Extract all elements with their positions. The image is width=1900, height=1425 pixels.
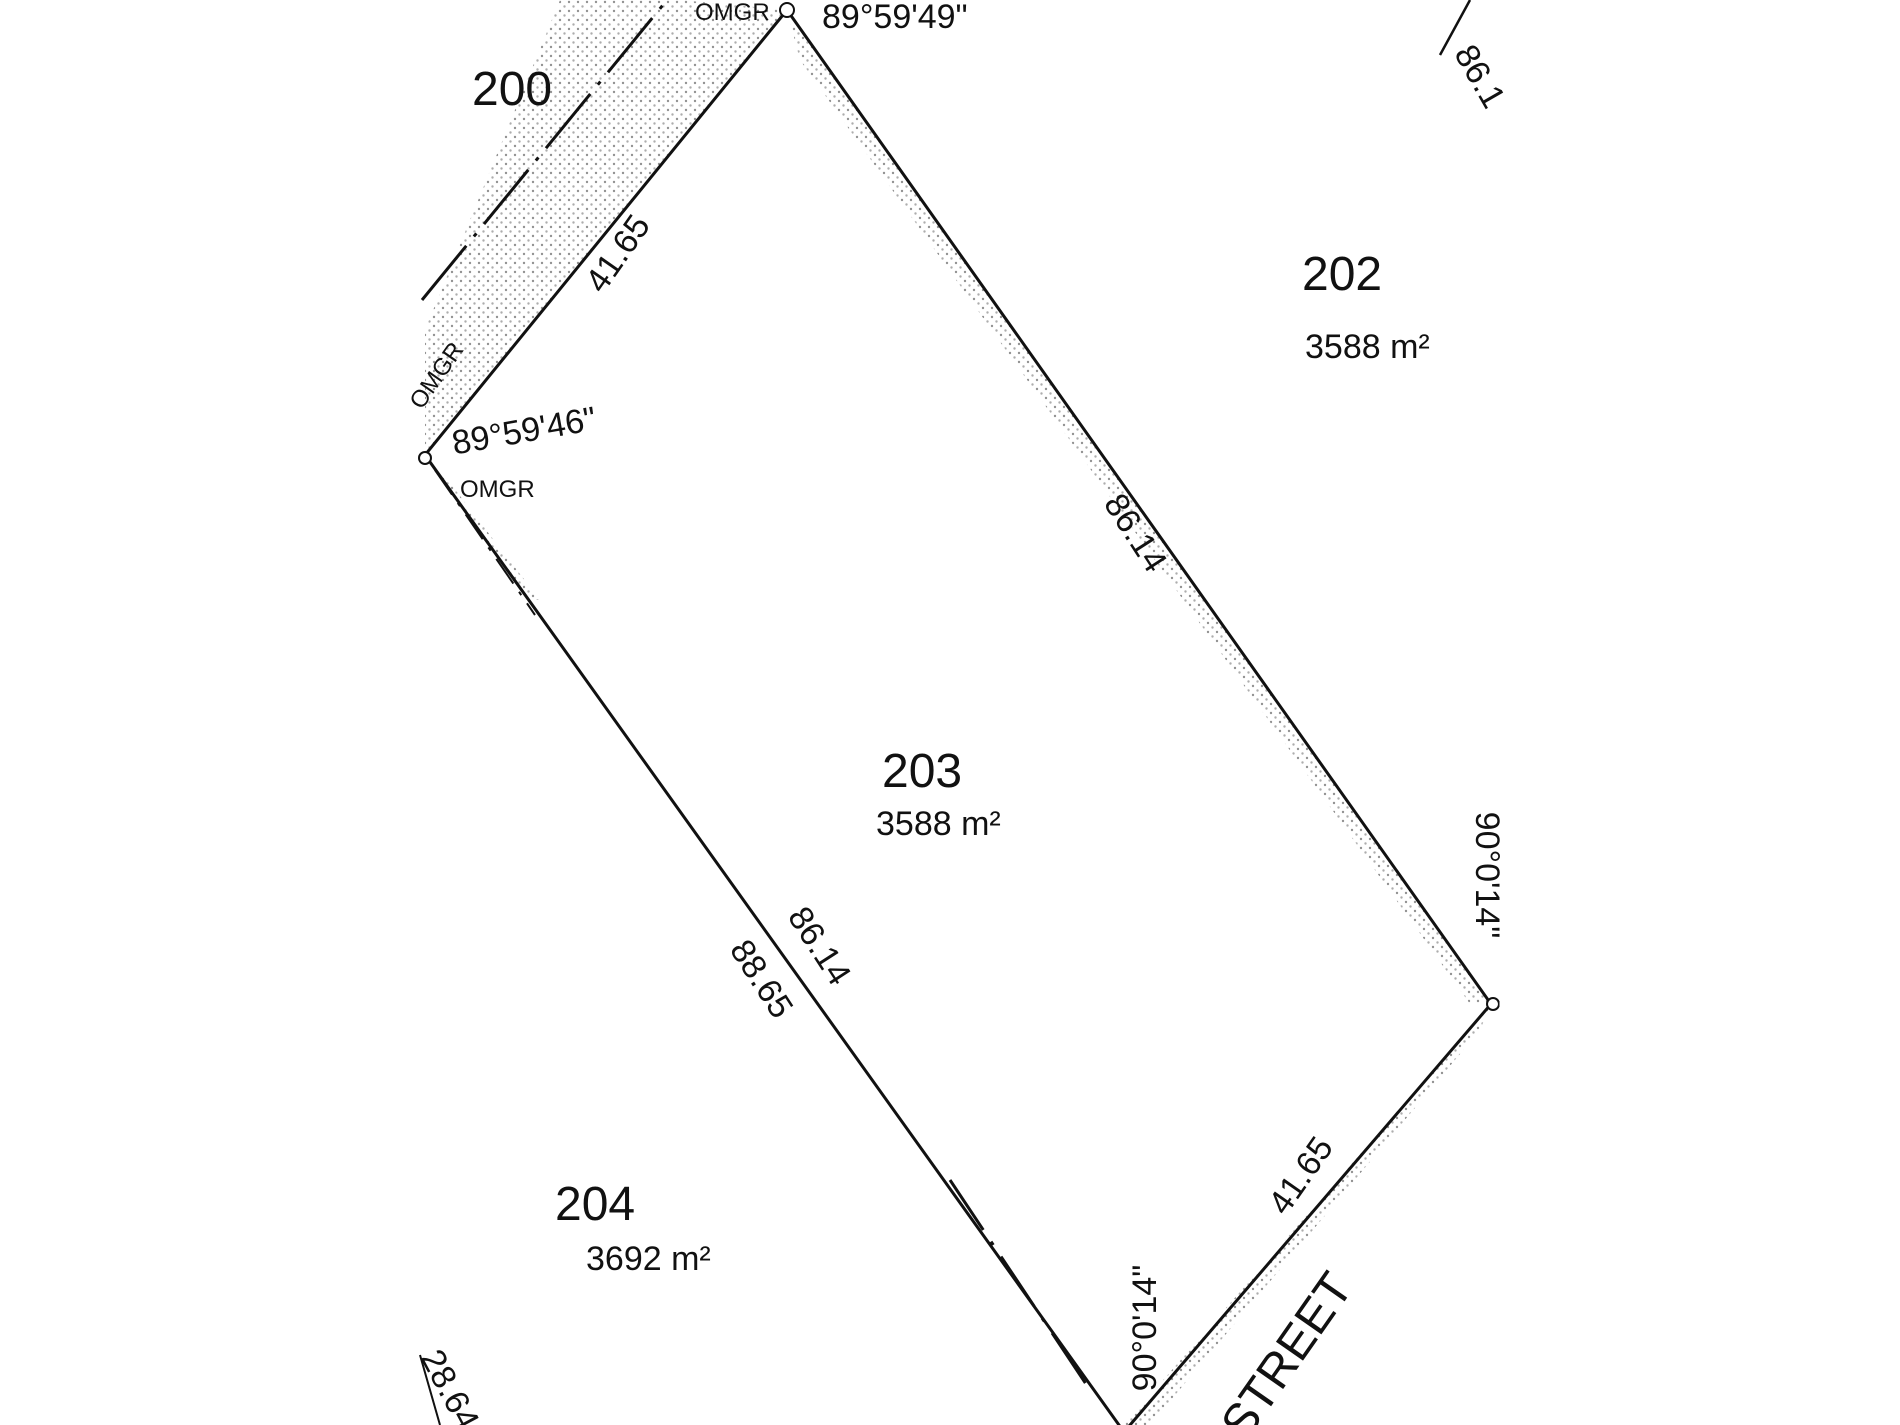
lot-203-number: 203	[882, 745, 962, 798]
top-right-partial-boundary	[1438, 0, 1472, 56]
lot-202-number: 202	[1302, 248, 1382, 301]
lot-204-area: 3692 m²	[586, 1240, 711, 1278]
survey-mark-right	[1486, 997, 1500, 1011]
dimension-bottom-left-partial: 28.64	[413, 1343, 487, 1425]
easement-strip-left	[425, 455, 540, 600]
dimension-top-right-edge: 86.14	[1096, 487, 1174, 579]
lot-200-dashed-boundary	[420, 0, 669, 301]
lot-200-number: 200	[472, 63, 552, 116]
lot-204-number: 204	[555, 1178, 635, 1231]
bottom-left-partial-boundary	[419, 1354, 441, 1425]
dimension-lot-203-left-edge: 86.14	[780, 900, 858, 992]
survey-mark-top	[779, 2, 795, 18]
angle-left: 89°59'46"	[449, 400, 599, 463]
street-label: STREET	[1211, 1263, 1363, 1425]
angle-right: 90°0'14"	[1468, 812, 1506, 939]
easement-strip-top-left	[425, 0, 787, 455]
omgr-label-left: OMGR	[460, 476, 535, 503]
survey-mark-left	[418, 451, 432, 465]
omgr-label-top: OMGR	[695, 0, 770, 26]
lot-203-boundary[interactable]	[423, 7, 1493, 1425]
dimension-lot-204-edge: 88.65	[722, 933, 800, 1025]
angle-top: 89°59'49"	[822, 0, 968, 36]
angle-bottom: 90°0'14"	[1126, 1265, 1164, 1392]
lot-203-area: 3588 m²	[876, 805, 1001, 843]
lot-202-area: 3588 m²	[1305, 328, 1430, 366]
dimension-top-right-partial: 86.1	[1447, 38, 1513, 114]
